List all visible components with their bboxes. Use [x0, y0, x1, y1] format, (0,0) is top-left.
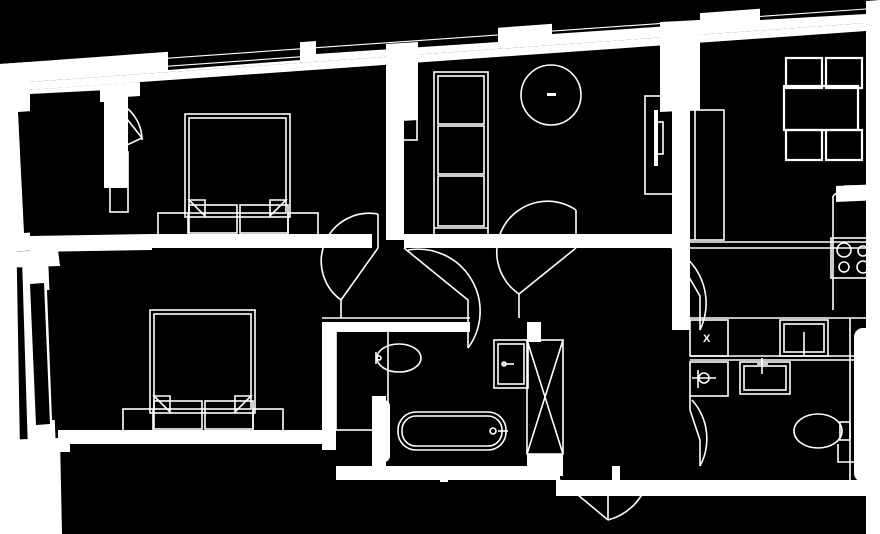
radiator-c [376, 400, 390, 462]
nightstand-1b [287, 212, 319, 236]
door-bedroom-2-arc [320, 212, 379, 301]
door-living [644, 95, 678, 195]
cooktop [830, 237, 874, 279]
chair-1 [784, 56, 824, 90]
round-table [520, 64, 582, 126]
pillow [152, 395, 171, 414]
washer-x-label: X [703, 333, 711, 345]
kitchen-sink [739, 361, 791, 395]
nightstand-2a [122, 408, 154, 432]
chair-4 [824, 128, 864, 162]
wall-cabinet [493, 339, 529, 389]
top-wall-windows [0, 0, 880, 79]
bedroom-2-furniture [122, 309, 284, 432]
wardrobe-1 [386, 71, 489, 239]
door-bedroom-1-arc [111, 99, 143, 141]
chair-3 [784, 128, 824, 162]
washer [689, 319, 729, 357]
corridor-door-arcs [320, 200, 708, 521]
hob-small [689, 361, 729, 397]
interior-partitions [58, 237, 880, 441]
pillow [234, 395, 253, 414]
pillow [187, 199, 206, 218]
wardrobe-2 [675, 109, 725, 241]
door-bathroom-arc [407, 248, 481, 349]
kitchen-utility: X [689, 317, 880, 397]
dining-set [782, 56, 864, 162]
kitchen-counter [830, 185, 880, 310]
wc-fixtures [793, 318, 876, 482]
window-top-2 [316, 20, 498, 54]
chair-2 [824, 56, 864, 90]
nightstand-1a [157, 212, 189, 236]
living-door-and-wardrobe [644, 95, 725, 241]
pillow [269, 199, 288, 218]
bedroom-1-furniture [109, 99, 319, 236]
toilet [793, 413, 843, 449]
nightstand-2b [252, 408, 284, 432]
radiator-b [854, 392, 876, 482]
door-bathroom-leaf [403, 247, 469, 348]
